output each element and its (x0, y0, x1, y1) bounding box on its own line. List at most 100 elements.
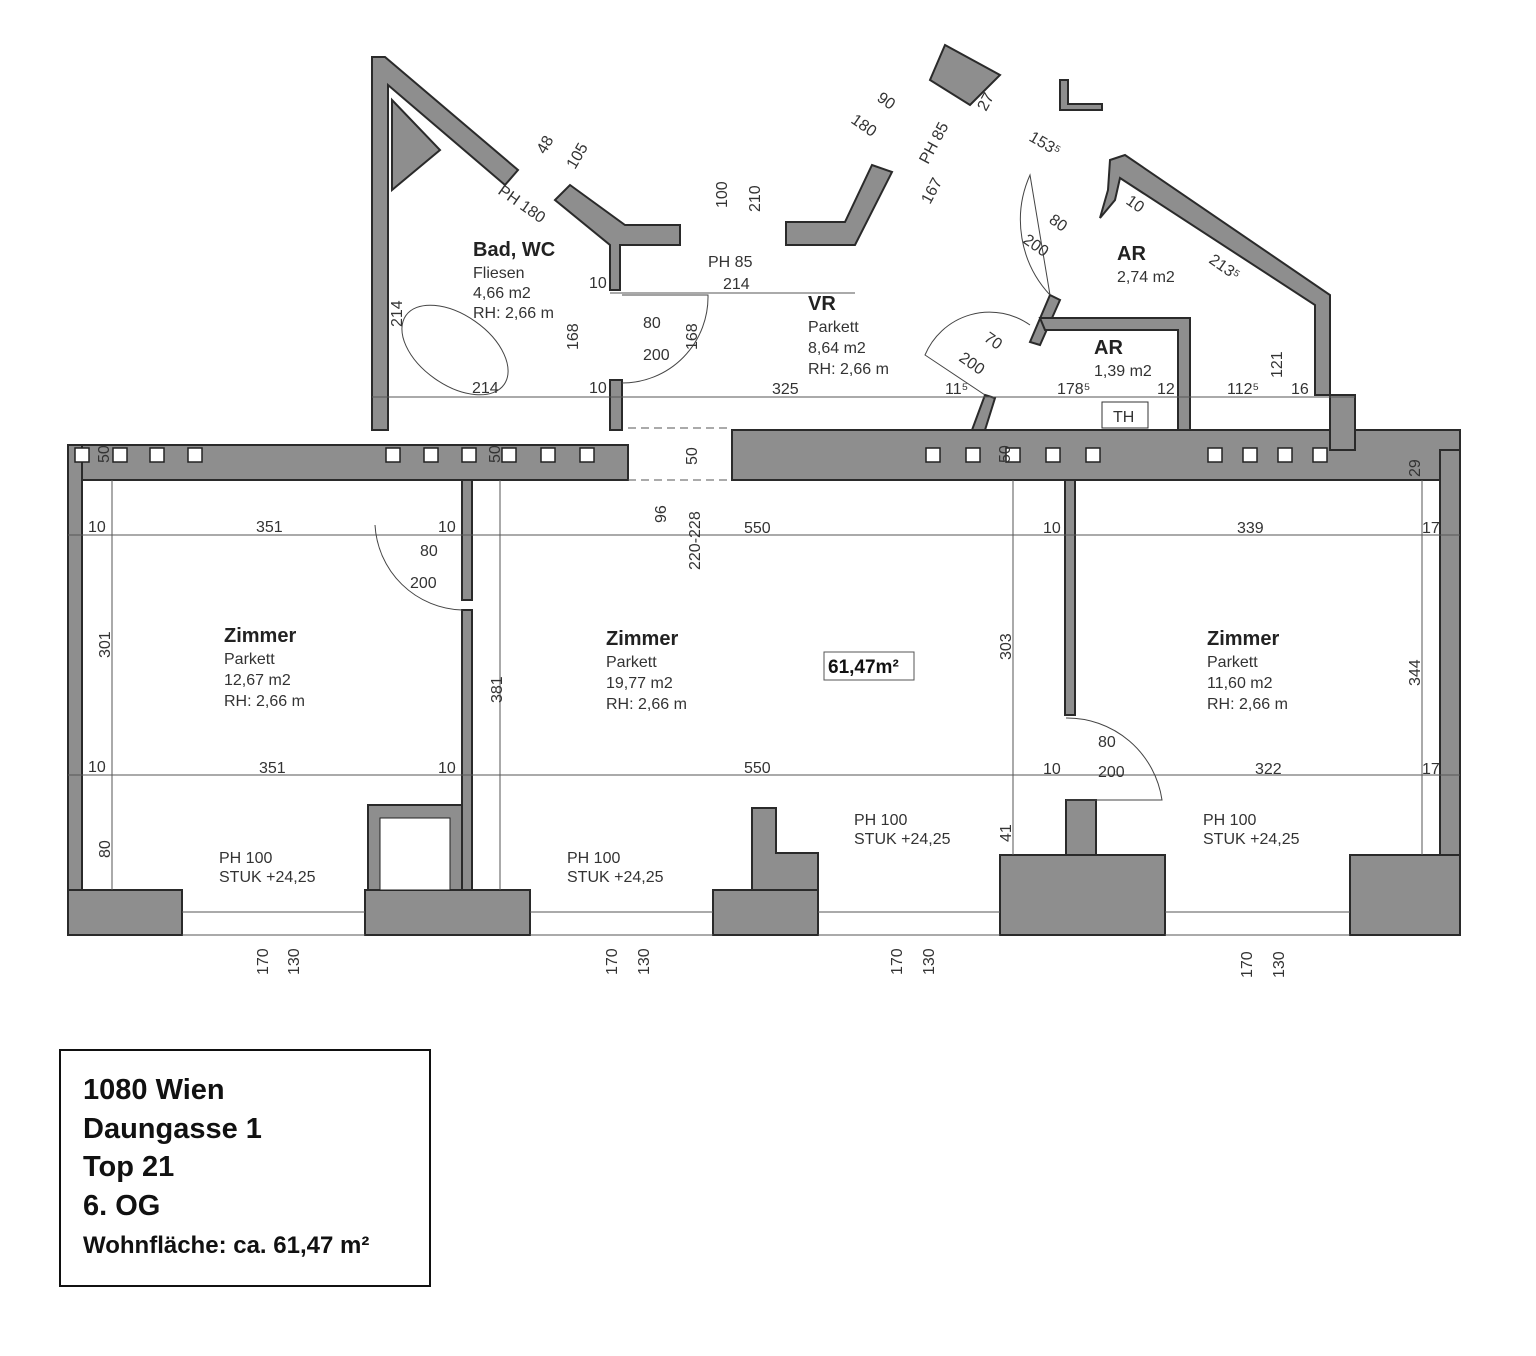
svg-text:214: 214 (389, 300, 406, 327)
room-area: 8,64 m2 (808, 340, 866, 357)
svg-text:48: 48 (534, 133, 558, 157)
svg-text:168: 168 (684, 323, 701, 350)
svg-text:339: 339 (1237, 520, 1264, 537)
svg-text:10: 10 (88, 759, 106, 776)
svg-text:178⁵: 178⁵ (1057, 381, 1090, 398)
svg-text:80: 80 (97, 840, 114, 858)
room-ar-2: AR 1,39 m2 (1094, 337, 1152, 380)
svg-text:10: 10 (438, 519, 456, 536)
svg-text:210: 210 (747, 185, 764, 212)
svg-text:200: 200 (410, 575, 437, 592)
svg-text:29: 29 (1407, 459, 1424, 477)
svg-text:170: 170 (255, 948, 272, 975)
room-height: RH: 2,66 m (606, 696, 687, 713)
room-floor: Parkett (808, 319, 859, 336)
address-city: 1080 Wien (83, 1074, 225, 1106)
svg-text:50: 50 (684, 447, 701, 465)
svg-text:170: 170 (604, 948, 621, 975)
room-height: RH: 2,66 m (224, 693, 305, 710)
svg-text:PH 100: PH 100 (1203, 812, 1256, 829)
svg-text:153⁵: 153⁵ (1026, 129, 1063, 160)
svg-text:301: 301 (97, 631, 114, 658)
svg-text:50: 50 (997, 445, 1014, 463)
walls (67, 43, 1461, 936)
svg-text:12: 12 (1157, 381, 1175, 398)
svg-text:170: 170 (889, 948, 906, 975)
svg-text:322: 322 (1255, 761, 1282, 778)
room-zimmer-2: Zimmer Parkett 19,77 m2 RH: 2,66 m (606, 628, 687, 713)
svg-text:351: 351 (259, 760, 286, 777)
address-street: Daungasse 1 (83, 1112, 262, 1145)
living-area: Wohnfläche: ca. 61,47 m² (83, 1232, 370, 1259)
svg-text:214: 214 (472, 380, 499, 397)
total-area-label: 61,47m² (828, 657, 899, 678)
svg-text:168: 168 (565, 323, 582, 350)
room-zimmer-1: Zimmer Parkett 12,67 m2 RH: 2,66 m (224, 625, 305, 710)
svg-text:10: 10 (1123, 192, 1147, 216)
svg-text:325: 325 (772, 381, 799, 398)
svg-text:PH 100: PH 100 (567, 850, 620, 867)
svg-text:351: 351 (256, 519, 283, 536)
svg-text:10: 10 (438, 760, 456, 777)
svg-text:167: 167 (919, 175, 947, 207)
room-height: RH: 2,66 m (1207, 696, 1288, 713)
svg-text:10: 10 (589, 380, 607, 397)
svg-text:10: 10 (88, 519, 106, 536)
svg-text:10: 10 (589, 275, 607, 292)
room-height: RH: 2,66 m (808, 361, 889, 378)
room-vr: VR Parkett 8,64 m2 RH: 2,66 m (808, 293, 889, 378)
svg-text:10: 10 (1043, 520, 1061, 537)
svg-text:550: 550 (744, 520, 771, 537)
svg-text:80: 80 (1046, 211, 1070, 235)
svg-text:105: 105 (564, 140, 592, 172)
svg-text:STUK +24,25: STUK +24,25 (854, 831, 951, 848)
svg-text:220-228: 220-228 (687, 511, 704, 570)
svg-text:PH 100: PH 100 (854, 812, 907, 829)
address-info-box: 1080 Wien Daungasse 1 Top 21 6. OG Wohnf… (59, 1049, 431, 1287)
room-name: Zimmer (1207, 628, 1279, 650)
svg-text:180: 180 (848, 111, 880, 140)
svg-text:381: 381 (489, 676, 506, 703)
svg-text:17: 17 (1422, 761, 1440, 778)
svg-text:27: 27 (975, 90, 998, 114)
svg-text:121: 121 (1269, 351, 1286, 378)
svg-text:50: 50 (96, 445, 113, 463)
svg-text:200: 200 (643, 347, 670, 364)
svg-text:200: 200 (1098, 764, 1125, 781)
svg-text:STUK +24,25: STUK +24,25 (219, 869, 316, 886)
svg-text:PH 180: PH 180 (495, 182, 549, 227)
unit-number: Top 21 (83, 1151, 175, 1183)
svg-text:11⁵: 11⁵ (945, 381, 968, 398)
room-area: 4,66 m2 (473, 285, 531, 302)
svg-text:344: 344 (1407, 659, 1424, 686)
svg-text:112⁵: 112⁵ (1227, 381, 1259, 398)
svg-text:PH 85: PH 85 (708, 254, 753, 271)
room-floor: Parkett (606, 654, 657, 671)
svg-text:80: 80 (643, 315, 661, 332)
svg-text:200: 200 (956, 349, 988, 378)
room-area: 19,77 m2 (606, 675, 673, 692)
room-ar-1: AR 2,74 m2 (1117, 243, 1175, 286)
room-area: 12,67 m2 (224, 672, 291, 689)
svg-text:130: 130 (1271, 951, 1288, 978)
room-area: 1,39 m2 (1094, 363, 1152, 380)
svg-text:17: 17 (1422, 520, 1440, 537)
room-name: Zimmer (606, 628, 678, 650)
room-floor: Parkett (1207, 654, 1258, 671)
svg-text:130: 130 (636, 948, 653, 975)
room-name: AR (1094, 337, 1123, 359)
svg-text:96: 96 (653, 505, 670, 523)
svg-text:130: 130 (286, 948, 303, 975)
th-label: TH (1113, 409, 1134, 426)
svg-text:100: 100 (714, 181, 731, 208)
svg-text:303: 303 (998, 633, 1015, 660)
door-swings (374, 173, 1163, 801)
dimension-lines (68, 292, 1460, 936)
room-area: 11,60 m2 (1207, 675, 1273, 692)
svg-text:90: 90 (874, 89, 898, 113)
room-area: 2,74 m2 (1117, 269, 1175, 286)
room-name: Bad, WC (473, 239, 555, 261)
svg-text:41: 41 (998, 824, 1015, 842)
